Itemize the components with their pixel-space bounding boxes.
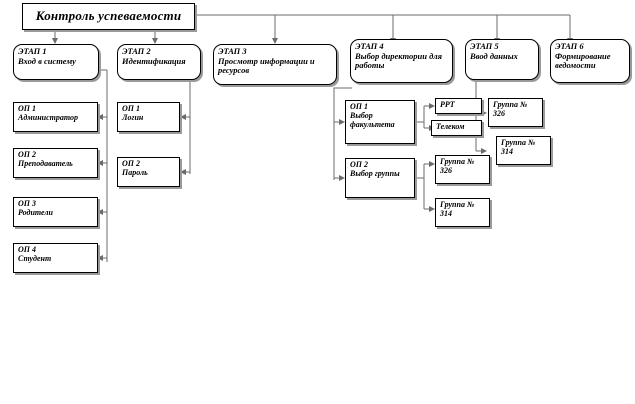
diagram-title-box: Контроль успеваемости — [22, 3, 195, 30]
stage-box-1[interactable]: ЭТАП 1 Вход в систему — [13, 44, 99, 80]
stage4-op-box-1[interactable]: ОП 1 Выбор факультета — [345, 100, 415, 144]
stage4-op-1-code: ОП 1 — [350, 102, 368, 111]
stage1-op-4-name: Студент — [18, 253, 52, 263]
stage2-op-box-2[interactable]: ОП 2 Пароль — [117, 157, 180, 187]
stage4-group-box-326[interactable]: Группа № 326 — [435, 155, 490, 184]
stage-box-4[interactable]: ЭТАП 4 Выбор директории для работы — [350, 39, 453, 83]
stage2-op-2-name: Пароль — [122, 167, 148, 177]
arrow-login — [180, 114, 186, 120]
faculty-ppt-label: РРТ — [440, 100, 455, 109]
stage5-group-326-line2: 326 — [493, 108, 505, 118]
stage4-group-314-line1: Группа № — [440, 200, 475, 209]
stage1-op-2-code: ОП 2 — [18, 150, 36, 159]
stage-1-name: Вход в систему — [18, 55, 76, 66]
faculty-box-telekom[interactable]: Телеком — [431, 120, 482, 136]
stage4-op-1-name: Выбор факультета — [350, 110, 395, 129]
stage-6-name: Формирование ведомости — [555, 50, 611, 71]
stage5-group-box-326[interactable]: Группа № 326 — [488, 98, 543, 127]
stage-1-code: ЭТАП 1 — [18, 46, 47, 56]
stage1-op-2-name: Преподаватель — [18, 158, 73, 168]
stage1-op-box-3[interactable]: ОП 3 Родители — [13, 197, 98, 227]
stage1-op-box-1[interactable]: ОП 1 Администратор — [13, 102, 98, 132]
stage-5-code: ЭТАП 5 — [470, 41, 499, 51]
stage-box-5[interactable]: ЭТАП 5 Ввод данных — [465, 39, 539, 80]
stage5-group-box-314[interactable]: Группа № 314 — [496, 136, 551, 165]
stage4-op-2-code: ОП 2 — [350, 160, 368, 169]
stage4-group-326-line2: 326 — [440, 165, 452, 175]
stage4-group-326-line1: Группа № — [440, 157, 475, 166]
stage-4-code: ЭТАП 4 — [355, 41, 384, 51]
stage-4-name: Выбор директории для работы — [355, 50, 443, 71]
stage4-group-box-314[interactable]: Группа № 314 — [435, 198, 490, 227]
arrow-stage5-g314 — [481, 148, 487, 154]
stage5-group-314-line1: Группа № — [501, 138, 536, 147]
stage1-op-4-code: ОП 4 — [18, 245, 36, 254]
faculty-telekom-label: Телеком — [436, 122, 465, 131]
stage-2-name: Идентификация — [122, 55, 186, 66]
stage1-op-3-code: ОП 3 — [18, 199, 36, 208]
stage4-op-2-name: Выбор группы — [350, 168, 400, 178]
stage4-group-314-line2: 314 — [440, 208, 452, 218]
wire-faculty-split — [416, 106, 425, 128]
stage1-op-box-2[interactable]: ОП 2 Преподаватель — [13, 148, 98, 178]
wire-group-split — [416, 164, 425, 209]
stage2-op-1-code: ОП 1 — [122, 104, 140, 113]
stage-3-code: ЭТАП 3 — [218, 46, 247, 56]
stage-box-6[interactable]: ЭТАП 6 Формирование ведомости — [550, 39, 630, 83]
diagram-title-label: Контроль успеваемости — [35, 8, 182, 24]
stage1-op-1-code: ОП 1 — [18, 104, 36, 113]
stage5-group-326-line1: Группа № — [493, 100, 528, 109]
stage-5-name: Ввод данных — [470, 50, 518, 61]
stage2-op-box-1[interactable]: ОП 1 Логин — [117, 102, 180, 132]
stage5-group-314-line2: 314 — [501, 146, 513, 156]
stage-box-3[interactable]: ЭТАП 3 Просмотр информации и ресурсов — [213, 44, 337, 85]
stage2-op-1-name: Логин — [122, 112, 144, 122]
stage-6-code: ЭТАП 6 — [555, 41, 584, 51]
stage-box-2[interactable]: ЭТАП 2 Идентификация — [117, 44, 201, 80]
stage1-op-1-name: Администратор — [18, 112, 79, 122]
arrow-password — [180, 169, 186, 175]
stage-2-code: ЭТАП 2 — [122, 46, 151, 56]
stage1-op-box-4[interactable]: ОП 4 Студент — [13, 243, 98, 273]
stage4-op-box-2[interactable]: ОП 2 Выбор группы — [345, 158, 415, 198]
stage2-op-2-code: ОП 2 — [122, 159, 140, 168]
stage1-op-3-name: Родители — [18, 207, 53, 217]
faculty-box-ppt[interactable]: РРТ — [435, 98, 482, 114]
stage-3-name: Просмотр информации и ресурсов — [218, 55, 315, 76]
